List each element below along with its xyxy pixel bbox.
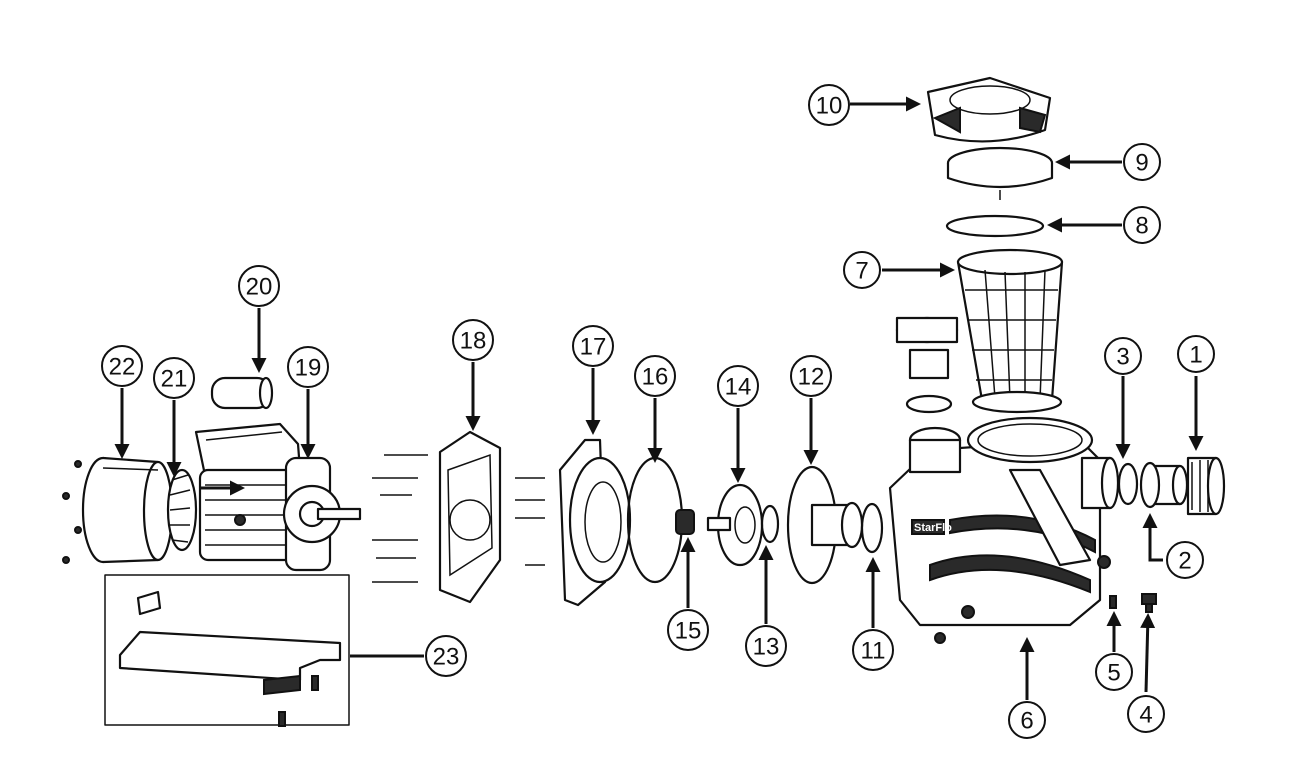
callout-6: 6 bbox=[1008, 701, 1046, 739]
callout-21: 21 bbox=[153, 357, 195, 399]
callout-4: 4 bbox=[1127, 695, 1165, 733]
svg-text:13: 13 bbox=[753, 634, 780, 661]
part-drain-plug bbox=[1141, 593, 1157, 613]
svg-text:11: 11 bbox=[861, 638, 886, 665]
callout-12: 12 bbox=[790, 355, 832, 397]
part-lock-ring bbox=[926, 76, 1052, 143]
part-cooling-fan bbox=[166, 468, 198, 552]
part-lid bbox=[946, 146, 1054, 200]
svg-text:3: 3 bbox=[1116, 344, 1129, 371]
part-housing-o-ring bbox=[626, 456, 684, 584]
callout-16: 16 bbox=[634, 355, 676, 397]
part-motor-base-kit bbox=[104, 574, 350, 727]
part-diffuser-housing bbox=[558, 438, 632, 607]
bolts-left bbox=[372, 454, 428, 583]
svg-text:5: 5 bbox=[1107, 660, 1120, 687]
callout-19: 19 bbox=[287, 346, 329, 388]
callout-18: 18 bbox=[452, 319, 494, 361]
part-mechanical-seal bbox=[675, 509, 695, 535]
svg-text:20: 20 bbox=[246, 274, 273, 301]
svg-text:22: 22 bbox=[109, 354, 136, 381]
callout-15: 15 bbox=[667, 609, 709, 651]
part-impeller bbox=[706, 483, 764, 567]
svg-text:4: 4 bbox=[1139, 702, 1152, 729]
part-union-nut bbox=[1186, 456, 1226, 516]
part-outlet-nipple bbox=[1080, 456, 1120, 510]
callout-11: 11 bbox=[852, 629, 894, 671]
part-motor bbox=[194, 422, 362, 572]
svg-text:10: 10 bbox=[816, 93, 843, 120]
part-strainer-basket bbox=[956, 248, 1064, 414]
part-union-tailpiece bbox=[1139, 461, 1189, 509]
svg-text:23: 23 bbox=[433, 644, 460, 671]
callout-2: 2 bbox=[1166, 541, 1204, 579]
part-diffuser bbox=[786, 465, 864, 585]
svg-text:2: 2 bbox=[1178, 548, 1191, 575]
callout-9: 9 bbox=[1123, 143, 1161, 181]
svg-text:6: 6 bbox=[1020, 708, 1033, 735]
callout-3: 3 bbox=[1104, 337, 1142, 375]
part-lid-o-ring bbox=[945, 214, 1045, 238]
part-seal-plate bbox=[372, 430, 545, 604]
part-diffuser-o-ring bbox=[860, 502, 884, 554]
callout-22: 22 bbox=[101, 345, 143, 387]
callout-5: 5 bbox=[1095, 653, 1133, 691]
callout-8: 8 bbox=[1123, 206, 1161, 244]
svg-text:17: 17 bbox=[580, 334, 607, 361]
callout-20: 20 bbox=[238, 265, 280, 307]
callout-1: 1 bbox=[1177, 335, 1215, 373]
callout-10: 10 bbox=[808, 84, 850, 126]
part-impeller-o-ring bbox=[760, 504, 780, 544]
callout-23: 23 bbox=[425, 635, 467, 677]
part-fan-cover bbox=[62, 456, 174, 564]
svg-text:19: 19 bbox=[295, 355, 322, 382]
brand-label: StarFlo bbox=[914, 522, 952, 534]
svg-text:7: 7 bbox=[855, 258, 868, 285]
svg-text:1: 1 bbox=[1189, 342, 1202, 369]
svg-text:12: 12 bbox=[798, 364, 825, 391]
callout-17: 17 bbox=[572, 325, 614, 367]
svg-text:14: 14 bbox=[725, 374, 752, 401]
part-drain-plug-small bbox=[1109, 595, 1117, 609]
svg-text:16: 16 bbox=[642, 364, 669, 391]
part-inlet-union bbox=[895, 316, 959, 414]
leader-lines bbox=[114, 96, 1204, 700]
part-union-o-ring bbox=[1117, 462, 1139, 506]
part-pump-body: StarFlo bbox=[888, 416, 1111, 644]
svg-text:18: 18 bbox=[460, 328, 487, 355]
svg-text:8: 8 bbox=[1135, 213, 1148, 240]
callout-7: 7 bbox=[843, 251, 881, 289]
svg-text:21: 21 bbox=[161, 366, 188, 393]
part-capacitor bbox=[210, 376, 274, 410]
callout-14: 14 bbox=[717, 365, 759, 407]
svg-text:9: 9 bbox=[1135, 150, 1148, 177]
bolts-right bbox=[515, 477, 545, 566]
svg-text:15: 15 bbox=[675, 618, 702, 645]
callout-13: 13 bbox=[745, 625, 787, 667]
